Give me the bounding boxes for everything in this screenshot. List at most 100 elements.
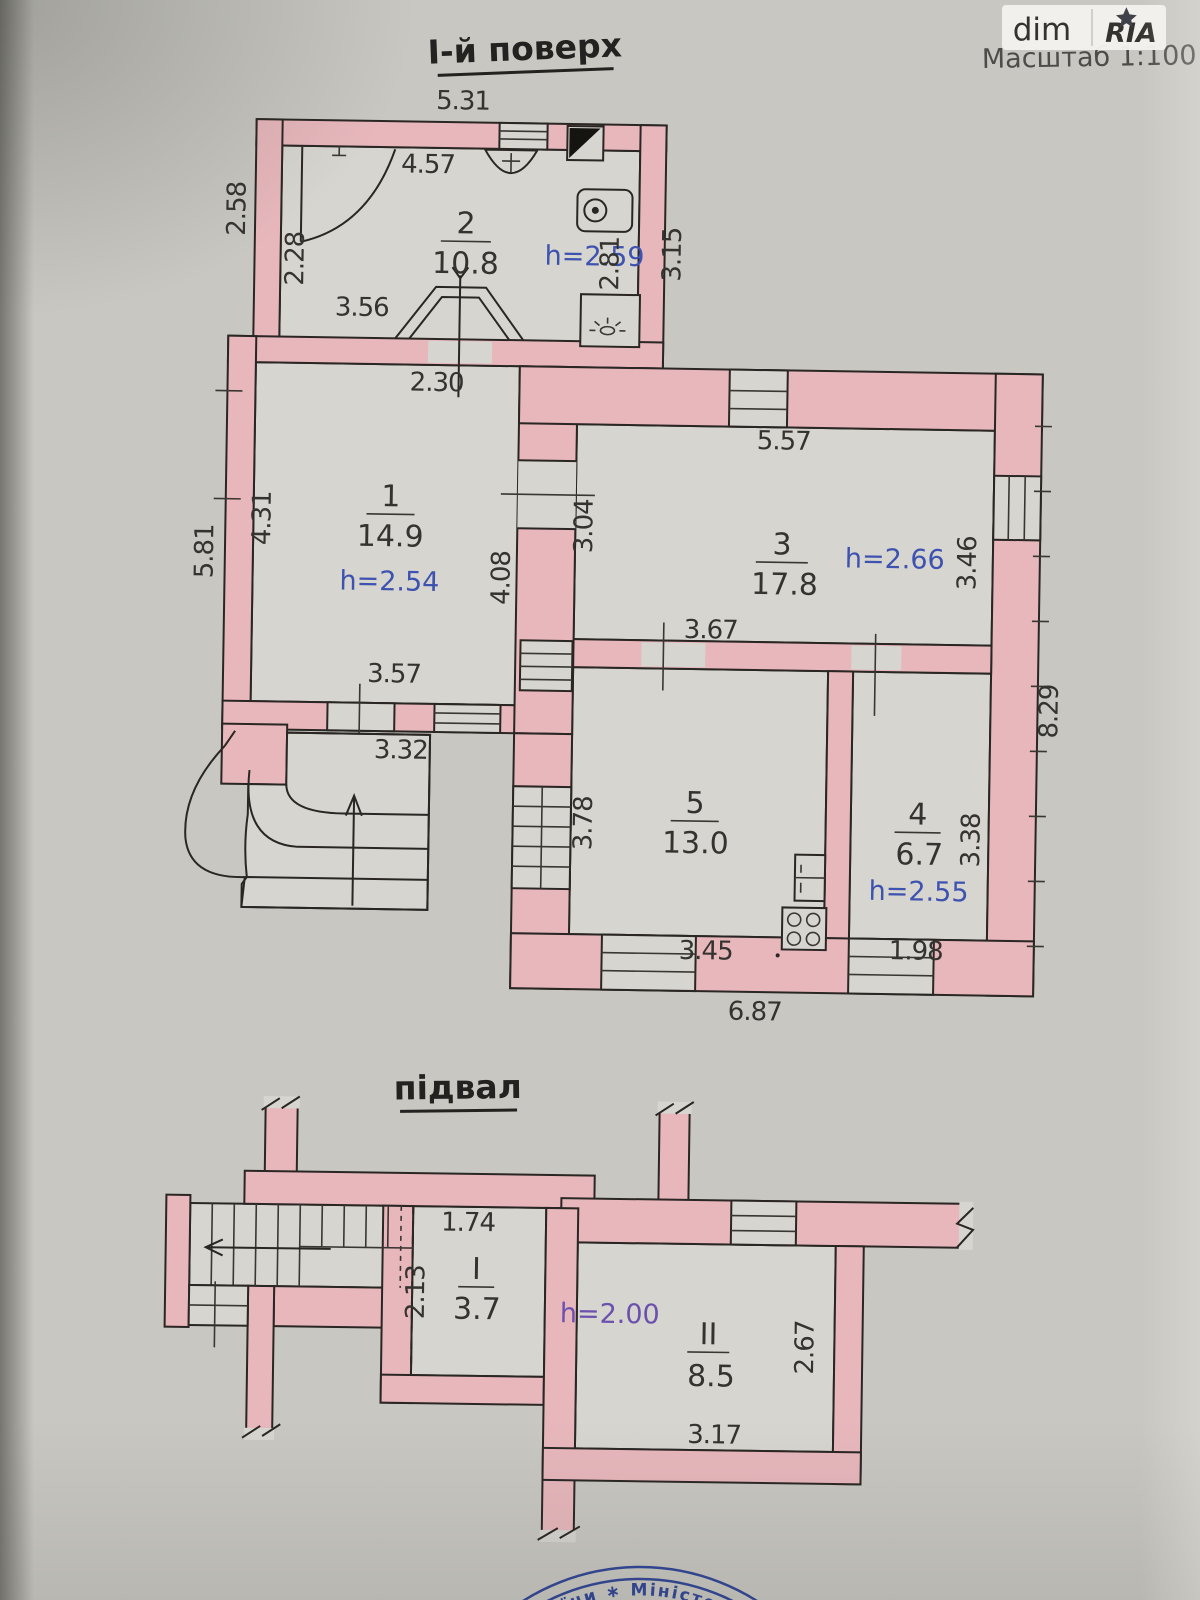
dim-roomI-top: 1.74 xyxy=(441,1207,496,1238)
basement-stairs xyxy=(187,1203,413,1348)
svg-text:6.7: 6.7 xyxy=(895,837,943,873)
ladder-window-room5-left xyxy=(510,785,573,891)
door-room3-room5 xyxy=(641,642,706,668)
dim-roomII-right: 2.67 xyxy=(790,1320,821,1374)
break-stub-left xyxy=(261,1095,301,1111)
shower-icon xyxy=(579,293,642,349)
svg-text:13.0: 13.0 xyxy=(662,826,729,862)
room-2-label: 2 10.8 h=2.59 xyxy=(432,206,645,282)
sink-icon xyxy=(483,148,539,175)
svg-text:1: 1 xyxy=(381,479,401,514)
door-room3-top xyxy=(727,368,789,429)
stairs-arrow xyxy=(203,1238,331,1257)
fridge-icon xyxy=(793,853,827,903)
dim-room4-bottom: 1.98 xyxy=(889,936,943,967)
door-room3-room4 xyxy=(851,645,902,671)
svg-text:h=2.00: h=2.00 xyxy=(560,1298,660,1330)
break-left-wall-bottom xyxy=(241,1423,281,1441)
logo-star-icon xyxy=(1116,7,1137,28)
break-center-wall-bottom xyxy=(537,1525,581,1543)
ladder-window-room1-bottom xyxy=(433,702,502,734)
header: І-й поверх Масштаб 1:100 dim RIA xyxy=(427,5,1197,77)
dim-room3-bottom: 3.67 xyxy=(684,615,738,646)
dim-bottom-outer: 6.87 xyxy=(728,997,782,1028)
dim-door-1-2: 2.30 xyxy=(409,368,463,399)
openings xyxy=(213,121,1053,996)
dim-roomI-left: 2.13 xyxy=(401,1265,432,1319)
first-floor-plan: 2 10.8 h=2.59 1 14.9 h=2.54 3 17.8 h=2.6… xyxy=(184,86,1065,1028)
window-room2-top xyxy=(498,121,549,151)
dim-right-outer: 8.29 xyxy=(1034,684,1065,738)
window-bottom-right xyxy=(847,937,935,996)
room-1-label: 1 14.9 h=2.54 xyxy=(339,479,439,598)
svg-text:4: 4 xyxy=(908,797,928,832)
door-arc-icon xyxy=(299,146,397,243)
window-basement-top xyxy=(729,1199,798,1247)
page-title: І-й поверх xyxy=(427,25,623,71)
svg-text:14.9: 14.9 xyxy=(357,519,424,555)
vent-shaft-icon xyxy=(566,124,605,162)
svg-text:8.5: 8.5 xyxy=(687,1359,735,1395)
dim-ria-logo: dim RIA xyxy=(1002,5,1166,50)
room-II-label: ІІ 8.5 h=2.00 xyxy=(560,1298,735,1395)
basement-plan: підвал xyxy=(163,1067,975,1543)
svg-text:І: І xyxy=(472,1252,481,1287)
break-marks xyxy=(241,1095,975,1543)
room-labels-floor1: 2 10.8 h=2.59 1 14.9 h=2.54 3 17.8 h=2.6… xyxy=(339,206,969,909)
dim-room3-left: 3.04 xyxy=(569,499,600,554)
window-bottom-left xyxy=(600,933,697,993)
title-underline xyxy=(437,67,614,77)
svg-text:3.7: 3.7 xyxy=(453,1292,501,1328)
svg-text:h=2.55: h=2.55 xyxy=(868,876,968,909)
basement-title: підвал xyxy=(394,1067,523,1108)
dim-top: 5.31 xyxy=(436,86,490,117)
dim-room5-left: 3.78 xyxy=(568,796,599,850)
dim-right-outer-room2: 3.15 xyxy=(657,227,688,281)
break-top-wall-right-end xyxy=(955,1201,975,1250)
right-wall-ticks xyxy=(1026,425,1053,948)
fixtures-room2 xyxy=(299,146,642,398)
dim-room1-right: 4.08 xyxy=(486,551,517,605)
room-3-label: 3 17.8 h=2.66 xyxy=(751,527,945,603)
dim-room1-bottom: 3.57 xyxy=(367,659,421,690)
dim-line xyxy=(873,633,877,716)
stamp-inner-circle xyxy=(546,1577,734,1600)
svg-text:h=2.54: h=2.54 xyxy=(339,565,439,598)
window-room1-room3 xyxy=(500,459,595,531)
dim-room2-top: 4.57 xyxy=(401,149,455,180)
dim-left-outer-room2: 2.58 xyxy=(222,182,253,236)
dim-roomII-bottom: 3.17 xyxy=(687,1420,741,1451)
ladder-window-corridor xyxy=(518,639,574,693)
room-I-label: І 3.7 xyxy=(453,1252,501,1328)
svg-text:5: 5 xyxy=(685,786,705,821)
stove-icon xyxy=(775,906,828,958)
window-room1-bottom xyxy=(326,701,396,733)
dim-room2-right: 2.81 xyxy=(595,236,626,290)
break-stub-right xyxy=(655,1101,695,1117)
dimensions-basement: 1.74 2.13 2.67 3.17 xyxy=(401,1207,821,1451)
basement-stairs-corridor xyxy=(188,1201,415,1290)
room-I-dashed-edge xyxy=(409,1206,415,1376)
dim-porch-top: 3.32 xyxy=(374,735,428,766)
room-4-label: 4 6.7 h=2.55 xyxy=(868,797,968,909)
stamp-outer-circle xyxy=(522,1565,758,1600)
porch-steps xyxy=(184,730,432,911)
up-arrow xyxy=(344,793,363,906)
dim-room3-top: 5.57 xyxy=(757,426,811,457)
dim-room4-right: 3.38 xyxy=(956,813,987,867)
dimensions-floor1: 5.31 4.57 2.58 2.28 2.81 3.15 3.56 2.30 … xyxy=(190,86,1065,1028)
dim-room2-bottom: 3.56 xyxy=(335,292,389,323)
washing-machine-icon xyxy=(576,188,634,233)
basement-title-underline xyxy=(400,1108,518,1113)
dim-line xyxy=(661,622,665,691)
entry-steps-icon xyxy=(394,266,525,398)
room-5-label: 5 13.0 xyxy=(662,786,729,862)
winder-steps xyxy=(187,1281,250,1348)
window-room3-right xyxy=(992,474,1043,542)
svg-text:h=2.59: h=2.59 xyxy=(544,241,644,274)
svg-text:2: 2 xyxy=(456,206,476,241)
logo-dim-text: dim xyxy=(1013,12,1072,48)
svg-text:17.8: 17.8 xyxy=(751,567,818,603)
fixtures-room5 xyxy=(775,853,828,958)
